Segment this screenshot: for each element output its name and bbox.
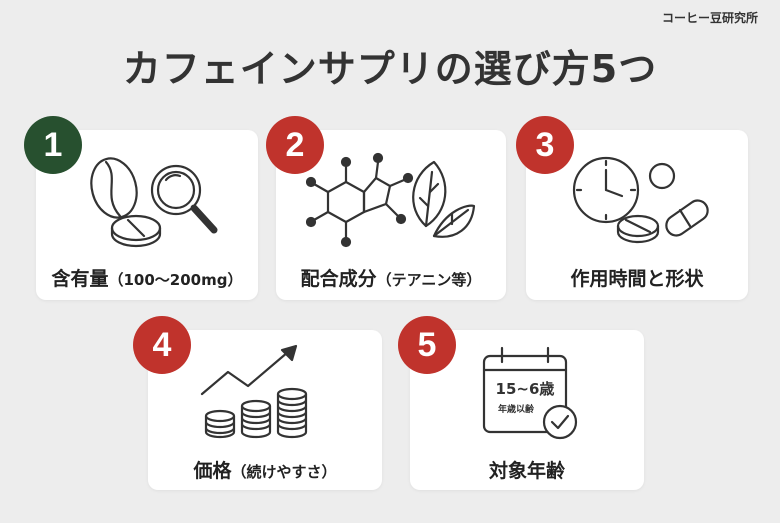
card-label: 作用時間と形状 [570, 268, 704, 290]
card-label: 配合成分（テアニン等） [300, 268, 482, 290]
step-number-badge: 3 [516, 116, 574, 174]
brand-name: コーヒー豆研究所 [661, 11, 758, 25]
clock-pills-icon [572, 156, 709, 244]
card-label: 価格（続けやすさ） [193, 460, 337, 482]
step-number-badge: 4 [133, 316, 191, 374]
coins-rising-chart-icon [200, 344, 308, 439]
card-label: 含有量（100〜200mg） [51, 268, 243, 290]
calendar-main-text: 15~6歳 [496, 380, 555, 398]
card-content-amount: 含有量（100〜200mg） [36, 130, 258, 300]
step-number-badge: 5 [398, 316, 456, 374]
calendar-age-check-icon: 15~6歳 年歳以齢 [482, 346, 578, 440]
card-label: 対象年齢 [488, 460, 565, 482]
calendar-sub-text: 年歳以齢 [498, 403, 535, 415]
molecule-leaves-icon [306, 152, 476, 248]
step-number-badge: 1 [24, 116, 82, 174]
page-title: カフェインサプリの選び方5つ [122, 47, 658, 91]
coffee-bean-pill-magnifier-icon [90, 157, 218, 248]
step-number-badge: 2 [266, 116, 324, 174]
